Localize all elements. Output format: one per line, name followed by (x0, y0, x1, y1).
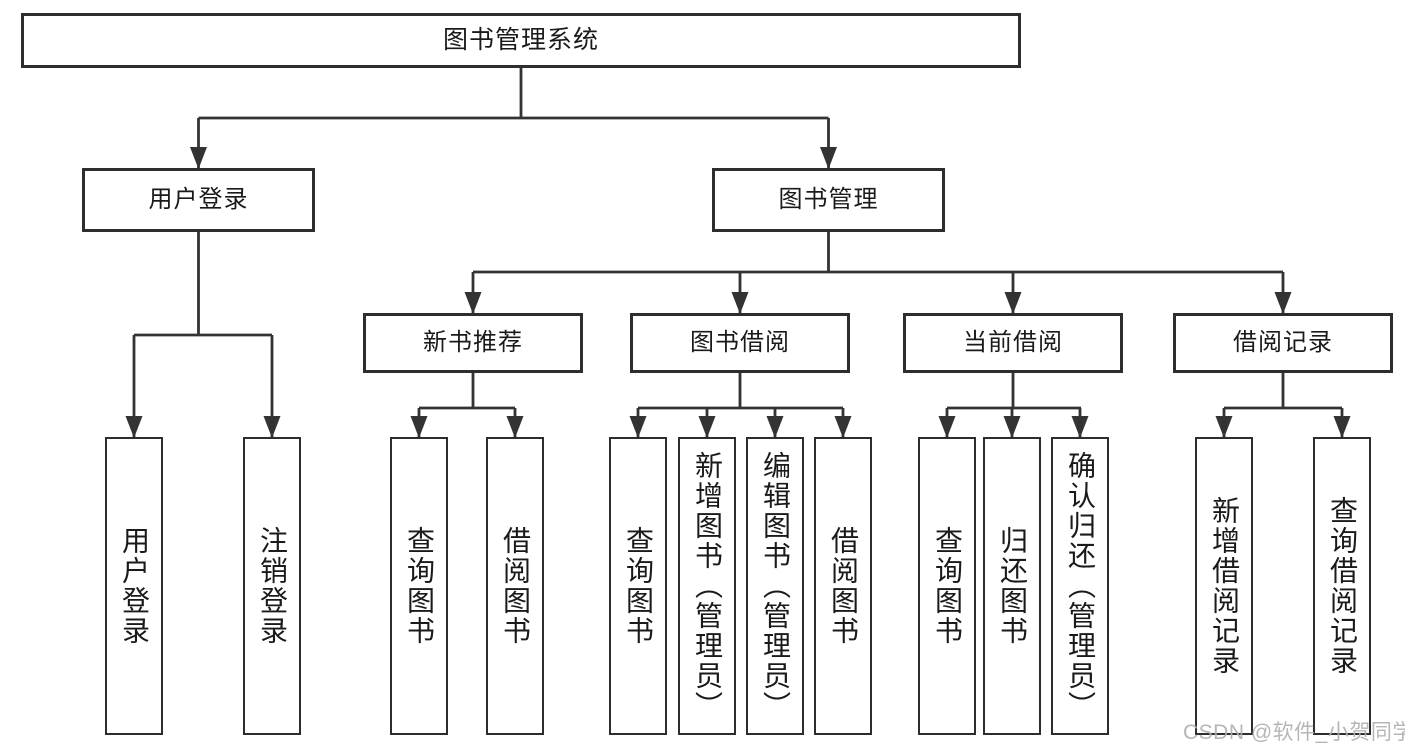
leaf-borrowing-query-books: 查询图书 (609, 437, 667, 735)
node-new-book-recommend: 新书推荐 (363, 313, 583, 373)
connector-arrows (125, 118, 1351, 438)
node-book-management: 图书管理 (712, 168, 945, 232)
connector-spines (134, 68, 1342, 410)
leaf-user-login: 用户登录 (105, 437, 163, 735)
node-root: 图书管理系统 (21, 13, 1021, 68)
leaf-recommend-query-books: 查询图书 (390, 437, 448, 735)
watermark: CSDN @软件_小贺同学 (1183, 721, 1405, 744)
leaf-current-confirm-return-admin: 确认归还（管理员） (1051, 437, 1109, 735)
node-user-login: 用户登录 (82, 168, 315, 232)
leaf-current-query-books: 查询图书 (918, 437, 976, 735)
leaf-current-return-books: 归还图书 (983, 437, 1041, 735)
node-book-borrowing: 图书借阅 (630, 313, 850, 373)
leaf-borrowing-edit-books-admin: 编辑图书（管理员） (746, 437, 804, 735)
leaf-borrowing-add-books-admin: 新增图书（管理员） (678, 437, 736, 735)
leaf-records-query-record: 查询借阅记录 (1313, 437, 1371, 735)
leaf-borrowing-borrow-books: 借阅图书 (814, 437, 872, 735)
node-current-borrowing: 当前借阅 (903, 313, 1123, 373)
leaf-logout: 注销登录 (243, 437, 301, 735)
leaf-records-add-record: 新增借阅记录 (1195, 437, 1253, 735)
node-borrowing-records: 借阅记录 (1173, 313, 1393, 373)
leaf-recommend-borrow-books: 借阅图书 (486, 437, 544, 735)
